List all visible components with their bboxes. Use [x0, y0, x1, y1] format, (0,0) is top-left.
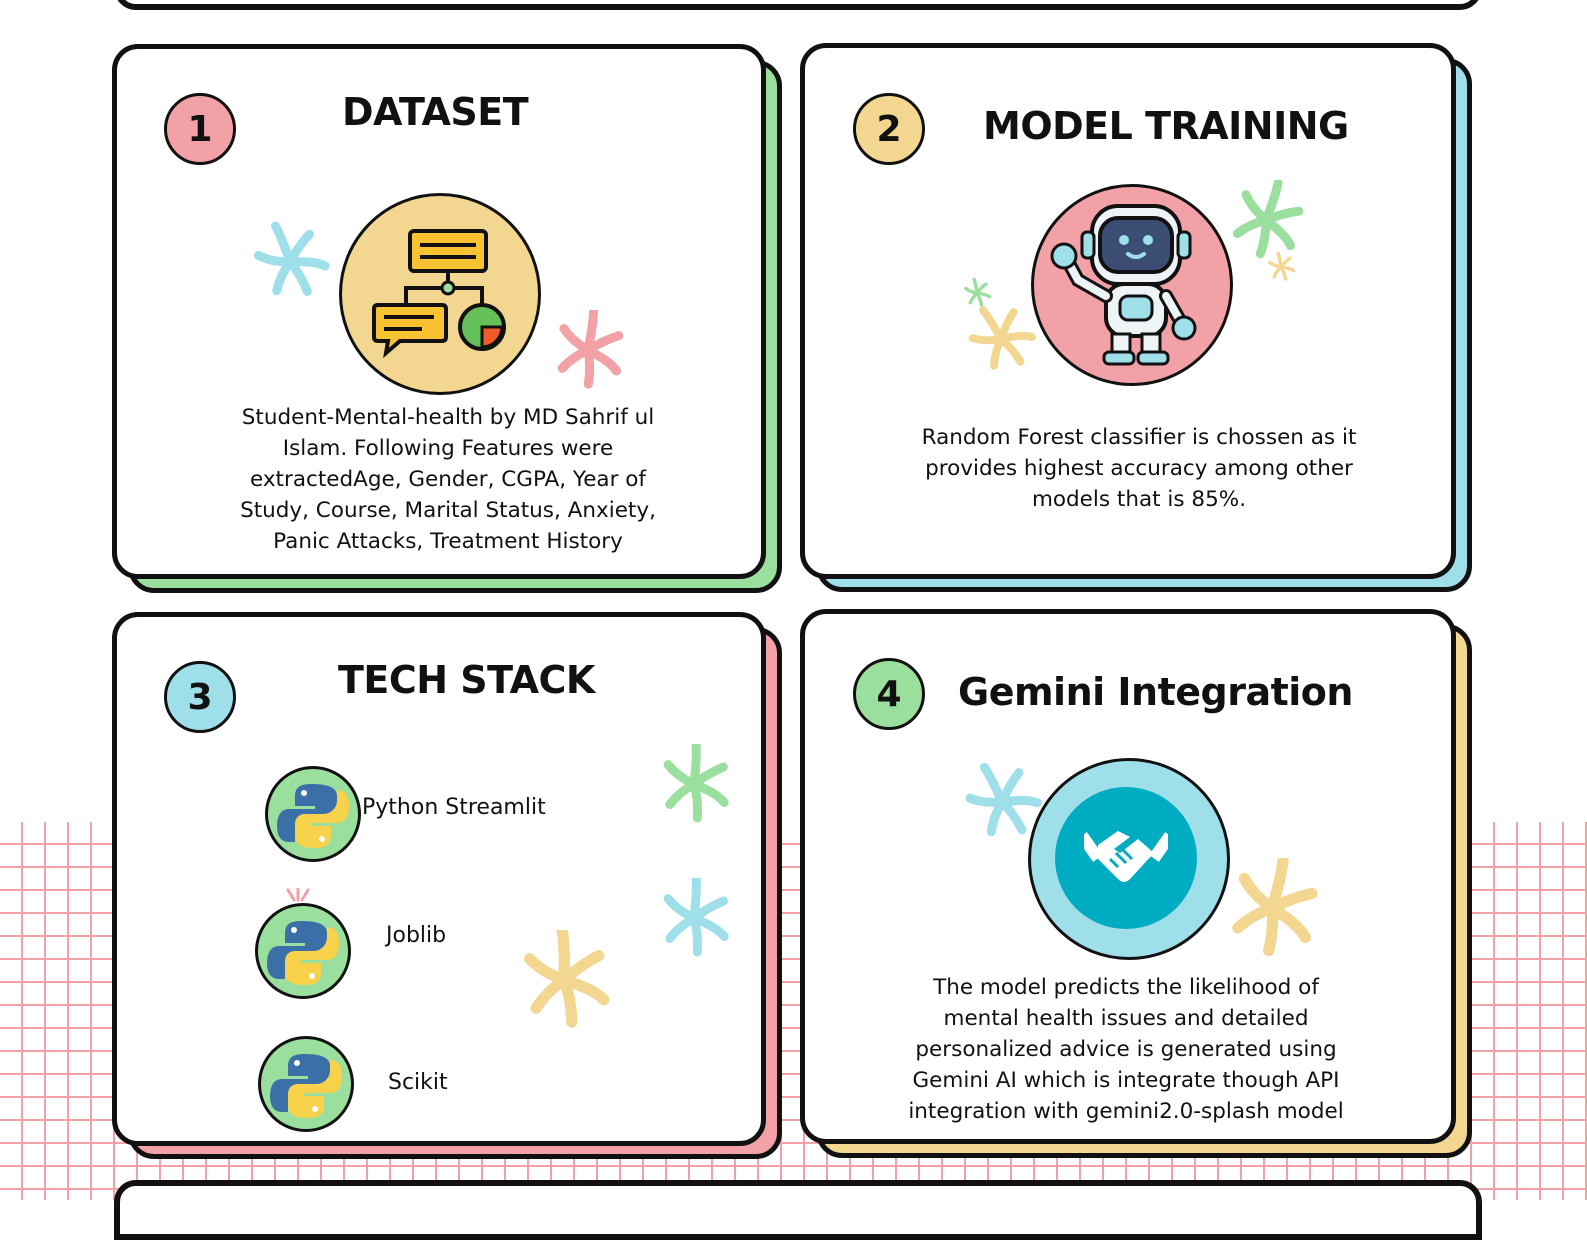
decorative-splat	[966, 304, 1036, 374]
step-number-badge: 2	[853, 93, 925, 165]
decorative-splat	[1268, 252, 1296, 281]
tech-item-label: Scikit	[388, 1070, 448, 1095]
decorative-splat	[250, 222, 330, 302]
python-icon	[267, 921, 339, 985]
decorative-splat	[654, 744, 734, 824]
decorative-splat	[548, 310, 628, 390]
step-number-badge: 1	[164, 93, 236, 165]
decorative-splat	[962, 762, 1042, 842]
top-panel-edge	[114, 0, 1482, 10]
decorative-splat	[654, 878, 734, 958]
card-title: TECH STACK	[338, 658, 595, 702]
decorative-splat	[1222, 858, 1322, 958]
dataset-flowchart-icon	[372, 229, 506, 359]
tech-item-label: Joblib	[386, 923, 447, 948]
handshake-icon	[1084, 831, 1168, 882]
card-title: MODEL TRAINING	[983, 104, 1349, 148]
step-number-badge: 4	[853, 658, 925, 730]
card-description: Random Forest classifier is chossen as i…	[921, 425, 1357, 512]
python-icon	[270, 1054, 342, 1118]
card-title: Gemini Integration	[958, 670, 1353, 714]
bottom-panel-edge	[114, 1180, 1482, 1240]
decorative-splat	[1226, 180, 1306, 260]
decorative-splat	[514, 930, 614, 1030]
tech-item-label: Python Streamlit	[362, 795, 546, 820]
step-number-badge: 3	[164, 661, 236, 733]
robot-icon	[1050, 204, 1197, 366]
decorative-sparkle-icon	[286, 888, 310, 902]
card-description: The model predicts the likelihood of men…	[908, 975, 1344, 1124]
python-icon	[277, 784, 349, 848]
card-title: DATASET	[342, 90, 529, 134]
dataset-icon-circle	[339, 193, 541, 395]
card-description: Student-Mental-health by MD Sahrif ul Is…	[240, 405, 656, 554]
